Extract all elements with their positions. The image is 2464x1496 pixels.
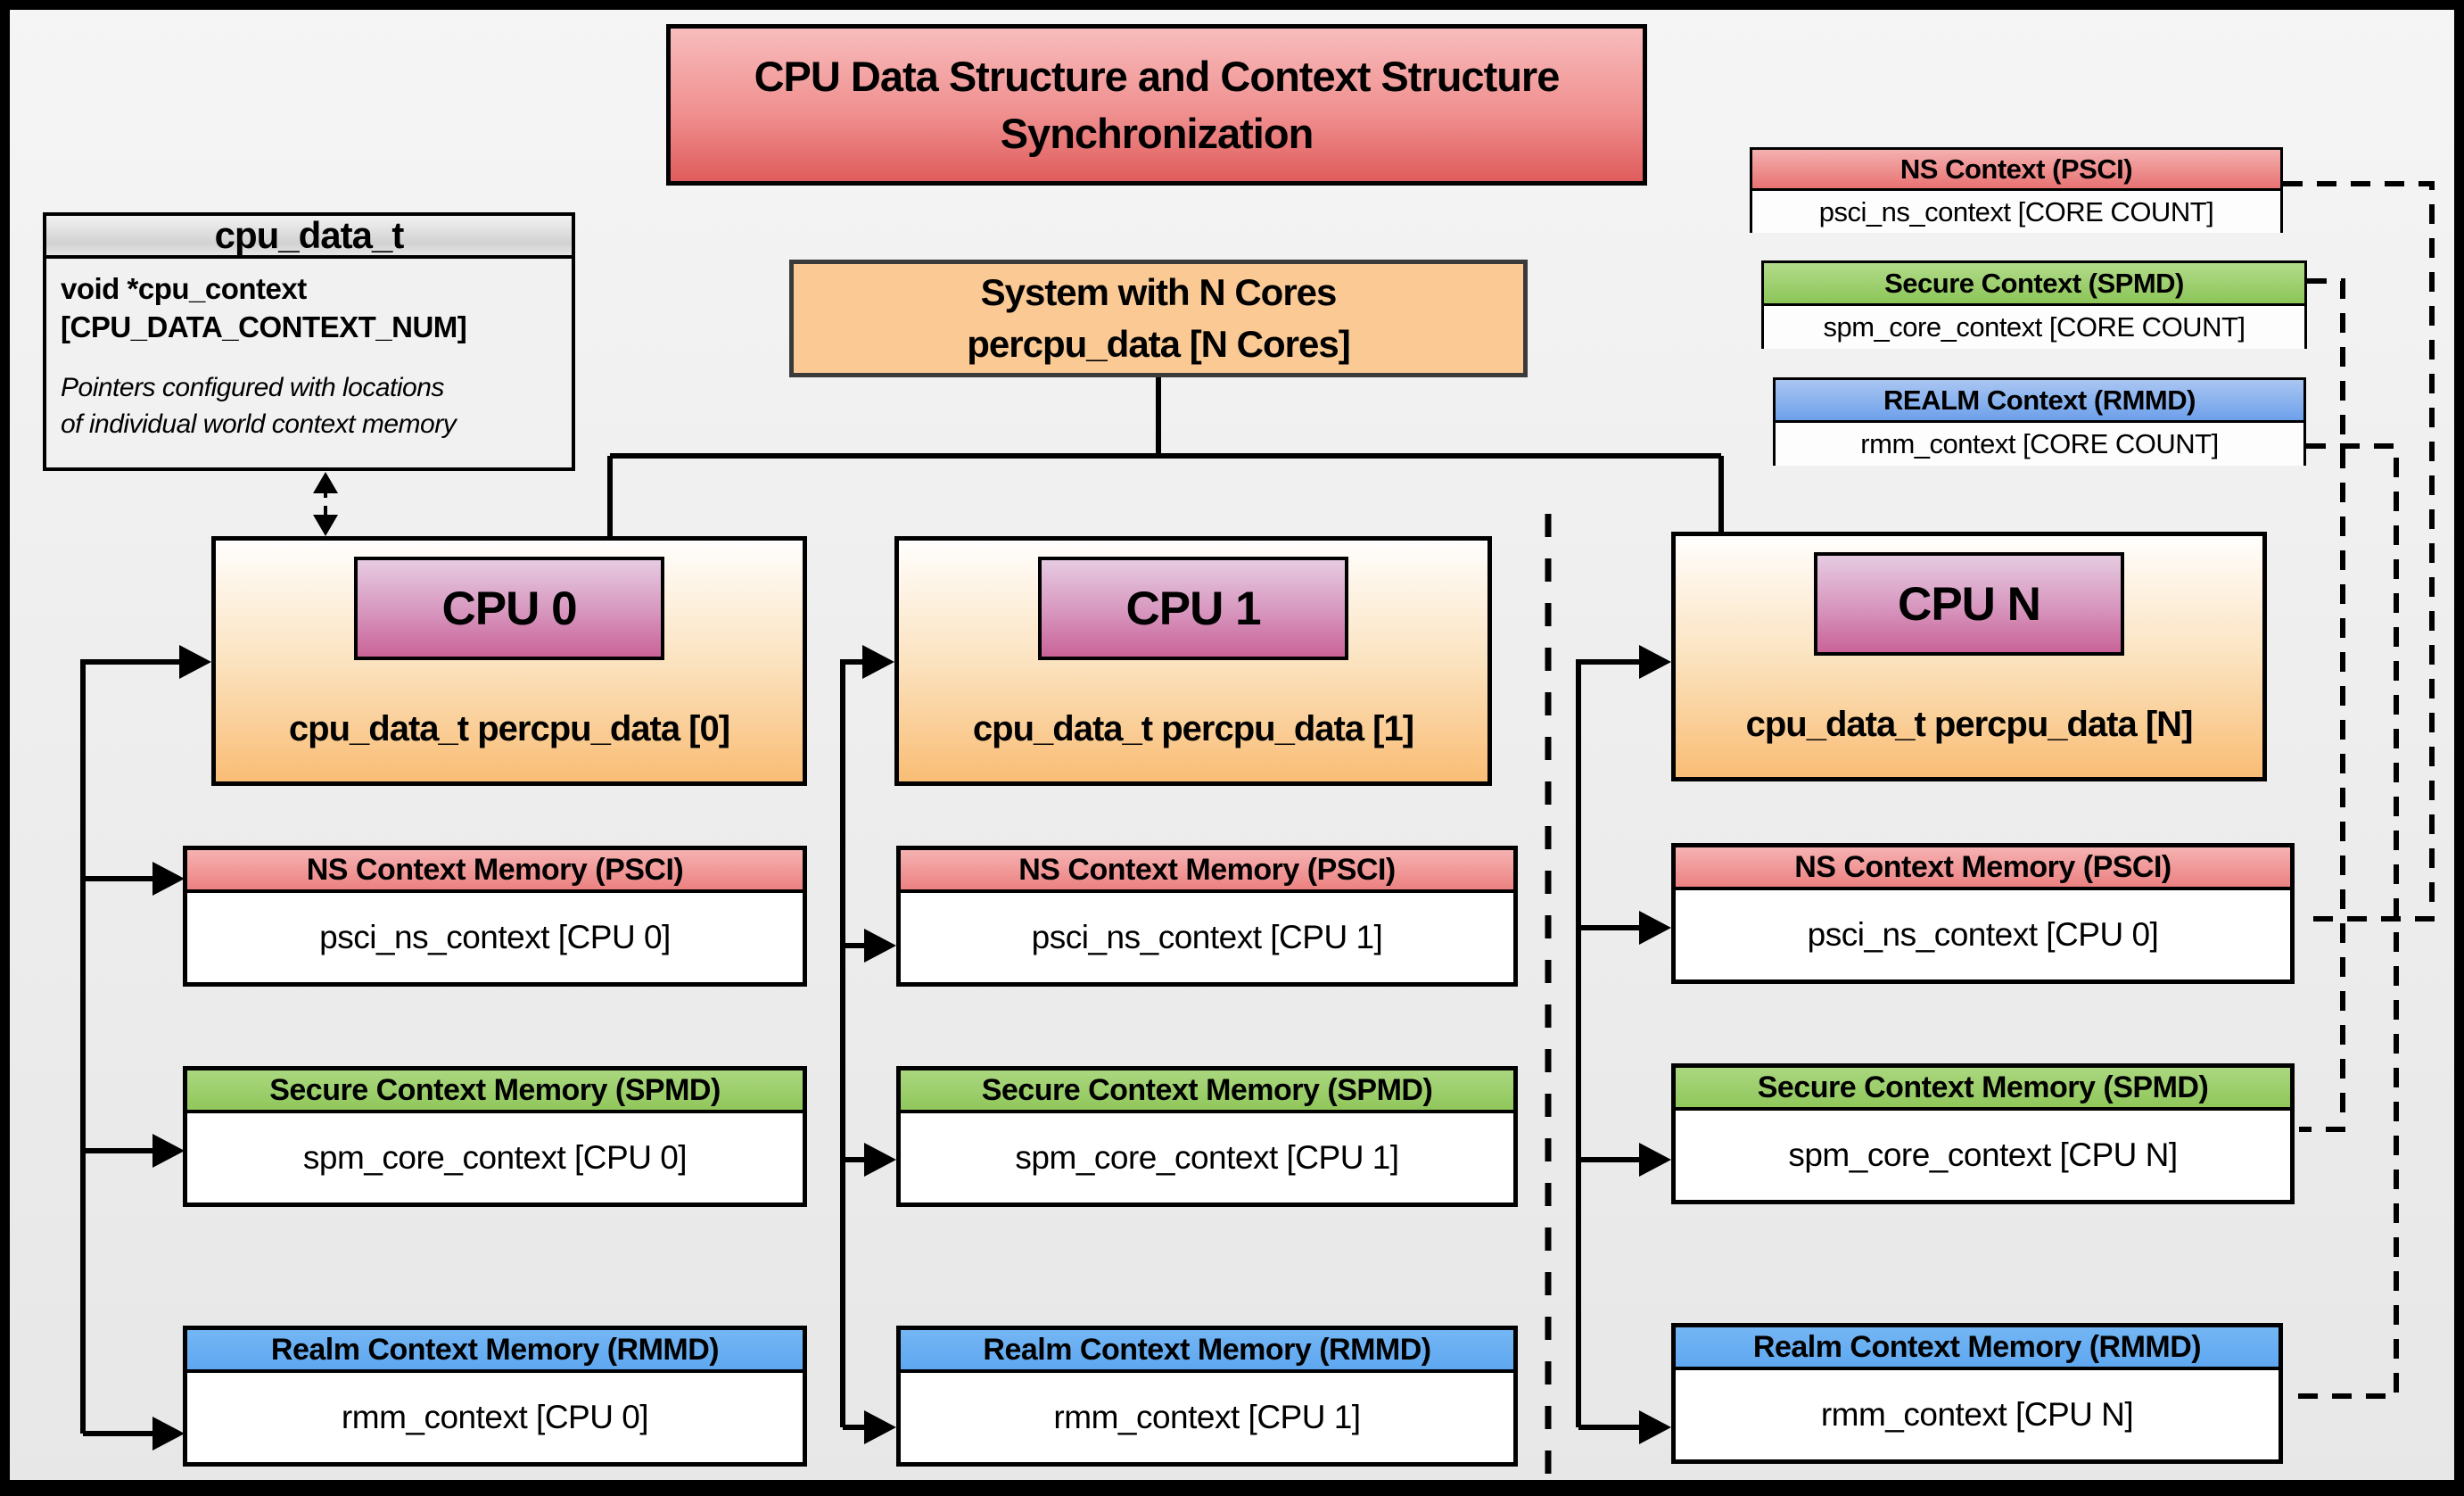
secure-legend-route (2299, 278, 2345, 1132)
cpu-data-t-body: void *cpu_context [CPU_DATA_CONTEXT_NUM]… (46, 259, 572, 442)
cpun-ns-memory-body: psci_ns_context [CPU 0] (1807, 916, 2159, 953)
cpu0-badge: CPU 0 (354, 557, 664, 660)
cpun-pointer-bus (1576, 659, 1641, 1430)
cpu1-realm-memory-body: rmm_context [CPU 1] (1053, 1399, 1361, 1435)
cpun-realm-memory-box: Realm Context Memory (RMMD) rmm_context … (1671, 1323, 2283, 1464)
legend-ns-body: psci_ns_context [CORE COUNT] (1752, 191, 2280, 233)
cpu0-ns-memory-header: NS Context Memory (PSCI) (187, 850, 803, 893)
cpu1-realm-memory-box: Realm Context Memory (RMMD) rmm_context … (896, 1326, 1518, 1467)
system-box: System with N Cores percpu_data [N Cores… (789, 260, 1528, 377)
cpu0-secure-memory-header: Secure Context Memory (SPMD) (187, 1070, 803, 1113)
cpu1-secure-memory-header: Secure Context Memory (SPMD) (901, 1070, 1513, 1113)
cpu1-bus-arrowheads (862, 645, 896, 1444)
cpu0-realm-memory-header: Realm Context Memory (RMMD) (187, 1330, 803, 1373)
legend-realm-context: REALM Context (RMMD) rmm_context [CORE C… (1773, 377, 2306, 466)
diagram-title: CPU Data Structure and Context Structure… (666, 24, 1647, 186)
cpun-badge: CPU N (1814, 552, 2124, 656)
cpu-data-t-field-line2: [CPU_DATA_CONTEXT_NUM] (61, 310, 467, 343)
cpu0-realm-memory-box: Realm Context Memory (RMMD) rmm_context … (183, 1326, 807, 1467)
cpu0-ns-memory-box: NS Context Memory (PSCI) psci_ns_context… (183, 846, 807, 987)
cpu1-box: CPU 1 cpu_data_t percpu_data [1] (894, 536, 1492, 786)
cpun-realm-memory-body: rmm_context [CPU N] (1820, 1396, 2134, 1433)
cpu-data-t-note-line2: of individual world context memory (61, 409, 457, 439)
cpun-secure-memory-box: Secure Context Memory (SPMD) spm_core_co… (1671, 1063, 2295, 1204)
cpu0-secure-memory-body: spm_core_context [CPU 0] (302, 1139, 688, 1176)
system-box-line1: System with N Cores (980, 271, 1338, 313)
cpun-bus-arrowheads (1639, 645, 1671, 1444)
system-tree-connector (607, 377, 1724, 536)
cpun-label: cpu_data_t percpu_data [N] (1745, 705, 2194, 744)
ns-legend-route (2283, 181, 2435, 922)
legend-realm-body: rmm_context [CORE COUNT] (1776, 423, 2303, 466)
legend-secure-body: spm_core_context [CORE COUNT] (1764, 306, 2304, 349)
cpun-secure-memory-body: spm_core_context [CPU N] (1788, 1136, 2178, 1173)
cpu0-label: cpu_data_t percpu_data [0] (288, 709, 730, 748)
cpu0-bus-arrowheads (152, 645, 211, 1451)
cpun-ns-memory-box: NS Context Memory (PSCI) psci_ns_context… (1671, 843, 2295, 984)
cpu0-realm-memory-body: rmm_context [CPU 0] (341, 1399, 649, 1435)
cpu1-pointer-bus (840, 659, 866, 1430)
cpu1-ns-memory-box: NS Context Memory (PSCI) psci_ns_context… (896, 846, 1518, 987)
cpun-realm-memory-header: Realm Context Memory (RMMD) (1676, 1327, 2279, 1370)
cpu1-badge: CPU 1 (1038, 557, 1348, 660)
struct-to-cpu0-dashed-arrow (313, 472, 338, 536)
cpu1-secure-memory-box: Secure Context Memory (SPMD) spm_core_co… (896, 1066, 1518, 1207)
realm-legend-route (2288, 443, 2399, 1399)
cpu1-ns-memory-header: NS Context Memory (PSCI) (901, 850, 1513, 893)
legend-ns-context: NS Context (PSCI) psci_ns_context [CORE … (1750, 147, 2283, 233)
cpu-data-t-field-line1: void *cpu_context (61, 272, 307, 305)
cpu1-label: cpu_data_t percpu_data [1] (972, 709, 1414, 748)
cpu0-ns-memory-body: psci_ns_context [CPU 0] (319, 919, 671, 955)
cpun-secure-memory-header: Secure Context Memory (SPMD) (1676, 1068, 2290, 1111)
cpu-data-t-box: cpu_data_t void *cpu_context [CPU_DATA_C… (43, 212, 575, 471)
cpu-data-t-header: cpu_data_t (46, 216, 572, 259)
legend-realm-header: REALM Context (RMMD) (1776, 380, 2303, 423)
cpu1-realm-memory-header: Realm Context Memory (RMMD) (901, 1330, 1513, 1373)
cpun-box: CPU N cpu_data_t percpu_data [N] (1671, 532, 2267, 781)
cpu0-pointer-bus (80, 659, 181, 1436)
legend-ns-header: NS Context (PSCI) (1752, 150, 2280, 191)
cpu1-secure-memory-body: spm_core_context [CPU 1] (1015, 1139, 1399, 1176)
cpun-ns-memory-header: NS Context Memory (PSCI) (1676, 847, 2290, 890)
legend-secure-header: Secure Context (SPMD) (1764, 263, 2304, 306)
system-box-line2: percpu_data [N Cores] (967, 323, 1350, 365)
cpu0-secure-memory-box: Secure Context Memory (SPMD) spm_core_co… (183, 1066, 807, 1207)
cpu1-ns-memory-body: psci_ns_context [CPU 1] (1031, 919, 1383, 955)
cpu0-box: CPU 0 cpu_data_t percpu_data [0] (211, 536, 807, 786)
legend-secure-context: Secure Context (SPMD) spm_core_context [… (1761, 260, 2307, 349)
cpu-data-t-note-line1: Pointers configured with locations (61, 373, 444, 402)
legend-dashed-routes (2283, 181, 2435, 1399)
